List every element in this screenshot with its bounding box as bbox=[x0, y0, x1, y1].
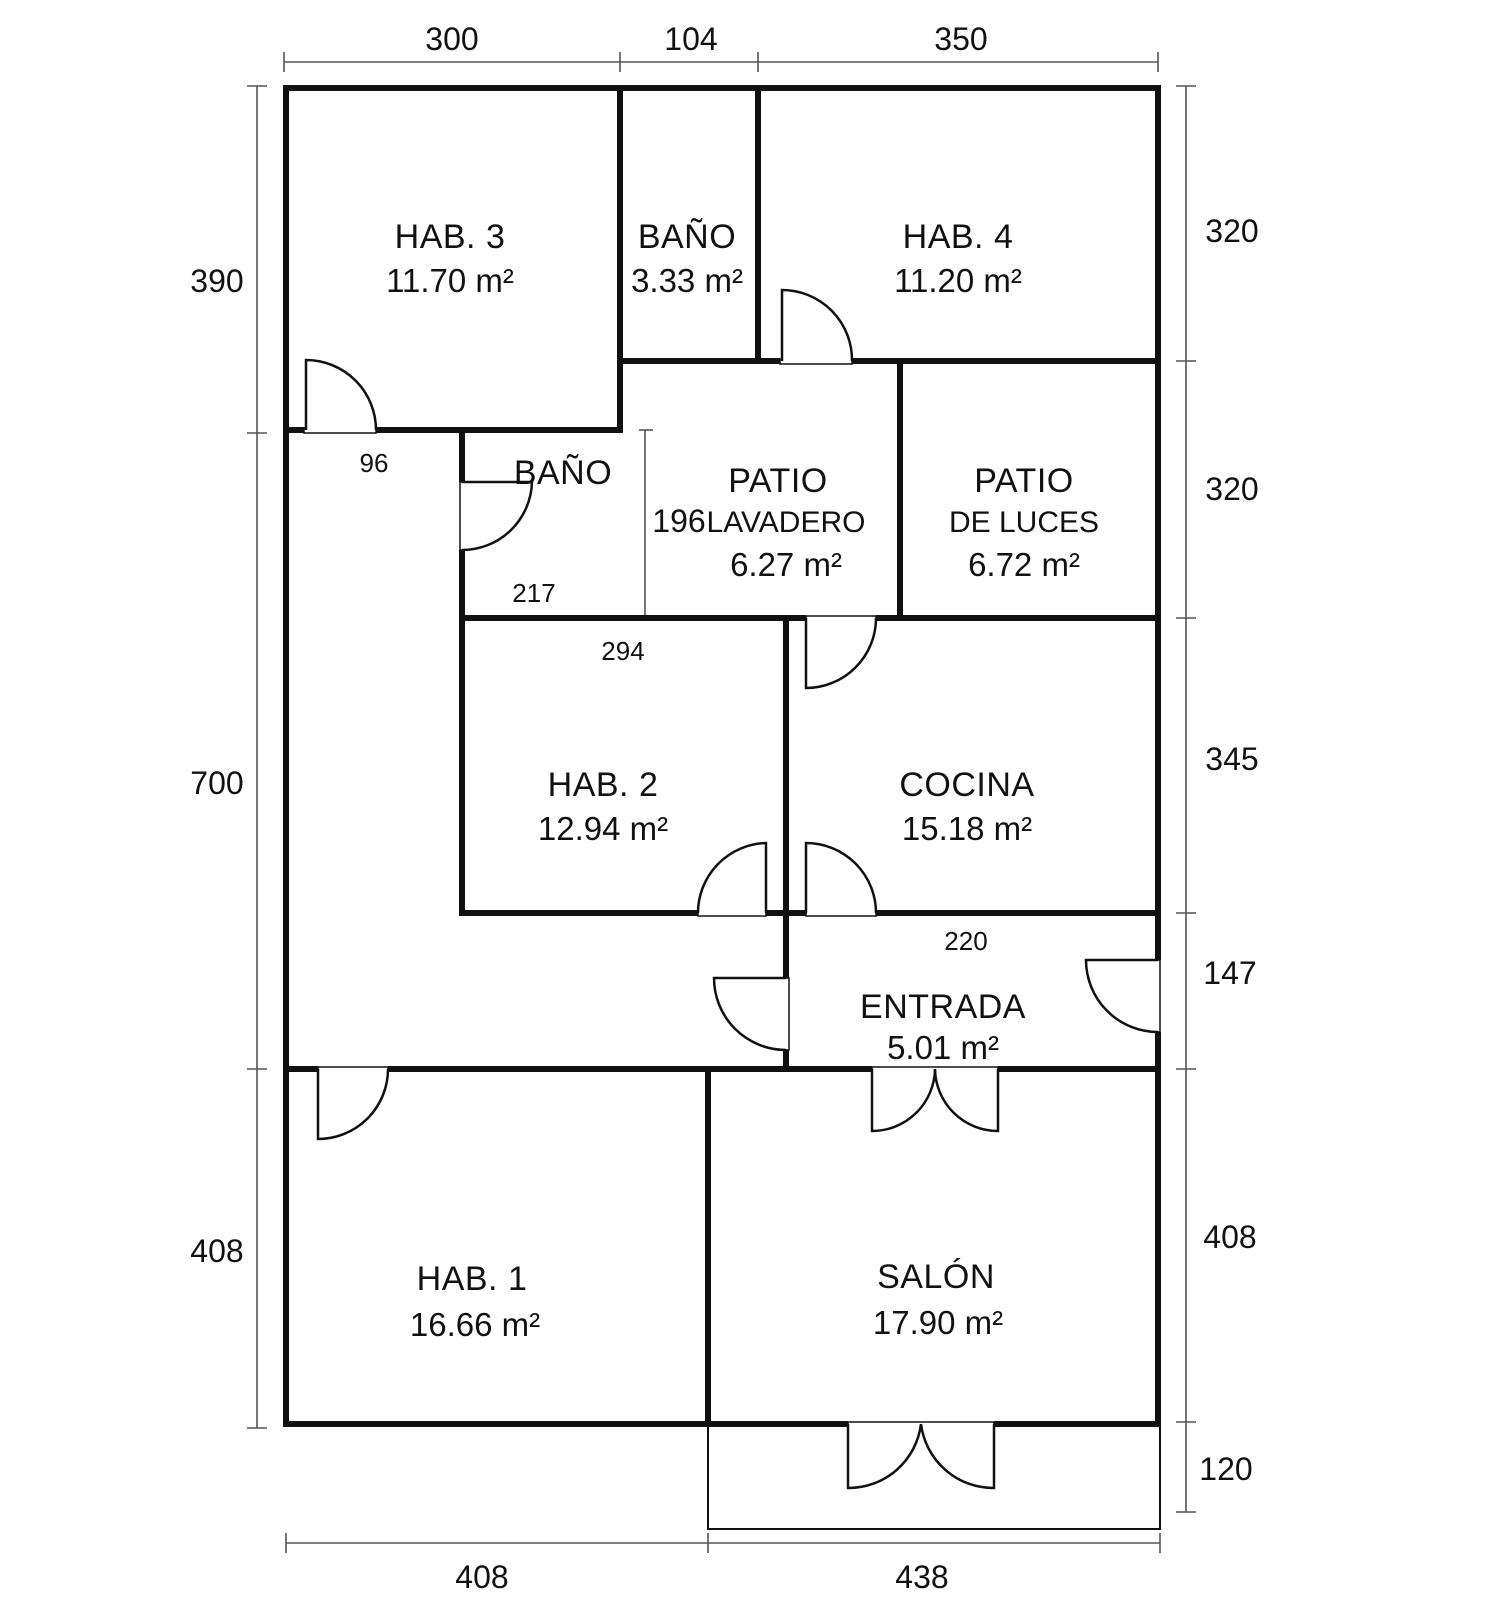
door-entrada-exterior[interactable] bbox=[1084, 958, 1163, 1034]
dim-right-5: 408 bbox=[1203, 1219, 1256, 1255]
hab1-name: HAB. 1 bbox=[417, 1260, 528, 1298]
dim-left-1: 390 bbox=[190, 263, 243, 299]
hab3-name: HAB. 3 bbox=[395, 218, 506, 256]
hab2-name: HAB. 2 bbox=[548, 766, 659, 804]
hab4-name: HAB. 4 bbox=[903, 218, 1014, 256]
door-salon-double[interactable] bbox=[870, 1064, 1000, 1133]
dim-top-3: 350 bbox=[934, 21, 987, 57]
patio2-area: 6.72 m² bbox=[968, 546, 1080, 583]
door-hab3[interactable] bbox=[303, 358, 378, 435]
hab1-area: 16.66 m² bbox=[410, 1306, 540, 1343]
entrada-area: 5.01 m² bbox=[887, 1029, 999, 1066]
dim-inner-220: 220 bbox=[944, 926, 987, 956]
patio1-line2: LAVADERO bbox=[707, 506, 866, 539]
doors bbox=[303, 288, 1163, 1490]
dim-right-4: 147 bbox=[1203, 955, 1256, 991]
bano2-name: BAÑO bbox=[514, 454, 612, 492]
door-porch-double[interactable] bbox=[846, 1419, 996, 1490]
patio1-line1: PATIO bbox=[728, 462, 827, 500]
door-hab2[interactable] bbox=[696, 841, 768, 918]
patio2-line1: PATIO bbox=[974, 462, 1073, 500]
room-labels: HAB. 3 11.70 m² BAÑO 3.33 m² HAB. 4 11.2… bbox=[386, 218, 1099, 1343]
entrada-name: ENTRADA bbox=[860, 988, 1026, 1026]
dim-inner-96: 96 bbox=[360, 448, 389, 478]
hab2-area: 12.94 m² bbox=[538, 810, 668, 847]
dim-bottom-1: 408 bbox=[455, 1559, 508, 1595]
dim-inner-294: 294 bbox=[601, 636, 644, 666]
door-hab1[interactable] bbox=[316, 1064, 390, 1141]
dim-bottom-2: 438 bbox=[895, 1559, 948, 1595]
salon-area: 17.90 m² bbox=[873, 1304, 1003, 1341]
dim-left-3: 408 bbox=[190, 1233, 243, 1269]
cocina-area: 15.18 m² bbox=[902, 810, 1032, 847]
dim-right-6: 120 bbox=[1199, 1451, 1252, 1487]
dim-top-1: 300 bbox=[425, 21, 478, 57]
hab4-area: 11.20 m² bbox=[894, 262, 1022, 299]
dim-right-2: 320 bbox=[1205, 471, 1258, 507]
dimension-labels: 300 104 350 390 700 408 320 320 345 147 … bbox=[190, 21, 1258, 1595]
dim-inner-217: 217 bbox=[512, 578, 555, 608]
dim-inner-196: 196 bbox=[652, 503, 705, 539]
dim-left-2: 700 bbox=[190, 765, 243, 801]
door-entrada-corridor[interactable] bbox=[712, 976, 791, 1052]
dimension-lines bbox=[247, 52, 1196, 1553]
door-bano[interactable] bbox=[457, 480, 534, 552]
bano1-area: 3.33 m² bbox=[631, 262, 743, 299]
cocina-name: COCINA bbox=[899, 766, 1034, 804]
patio1-area: 6.27 m² bbox=[730, 546, 842, 583]
patio2-line2: DE LUCES bbox=[949, 506, 1099, 539]
dim-top-2: 104 bbox=[664, 21, 717, 57]
dim-right-3: 345 bbox=[1205, 741, 1258, 777]
door-hab4[interactable] bbox=[779, 288, 854, 366]
bano1-name: BAÑO bbox=[638, 218, 736, 256]
door-cocina-patio[interactable] bbox=[804, 613, 878, 690]
dim-right-1: 320 bbox=[1205, 213, 1258, 249]
hab3-area: 11.70 m² bbox=[386, 262, 514, 299]
salon-name: SALÓN bbox=[877, 1258, 995, 1296]
door-cocina[interactable] bbox=[804, 841, 878, 918]
